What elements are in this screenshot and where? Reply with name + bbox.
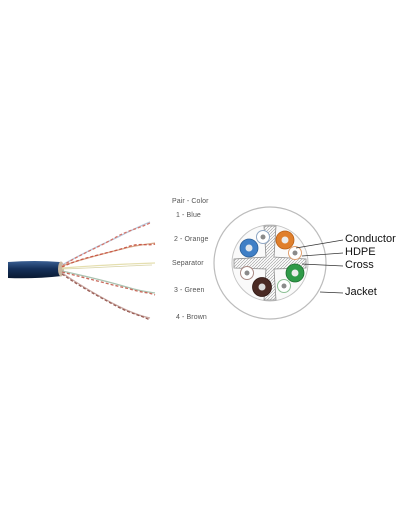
pair-orange-wires [61,242,156,268]
callout-conductor: Conductor [345,233,396,245]
pair-legend-item: Separator [172,260,204,267]
blue-pair-conductors [239,230,270,258]
pair-green-wires [61,270,156,296]
pair-brown-wires [61,272,151,321]
separator-thread [61,262,156,269]
orange-pair-conductors [275,230,302,260]
cable-jacket [8,261,62,279]
callout-hdpe: HDPE [345,246,376,258]
cable-cross-section [213,206,344,320]
brown-pair-conductors [240,266,272,297]
pair-legend-item: 4 - Brown [176,314,207,321]
pair-legend-item: 3 - Green [174,287,205,294]
cross-separator [233,225,307,301]
pair-legend-item: 1 - Blue [176,212,201,219]
callout-leaders [295,239,344,294]
pair-legend-heading: Pair - Color [172,198,209,205]
cable-illustration [8,221,156,321]
green-pair-conductors [277,263,305,293]
pair-legend-item: 2 - Orange [174,236,209,243]
callout-cross: Cross [345,259,374,271]
callout-jacket: Jacket [345,286,377,298]
pair-blue-wires [61,221,151,267]
